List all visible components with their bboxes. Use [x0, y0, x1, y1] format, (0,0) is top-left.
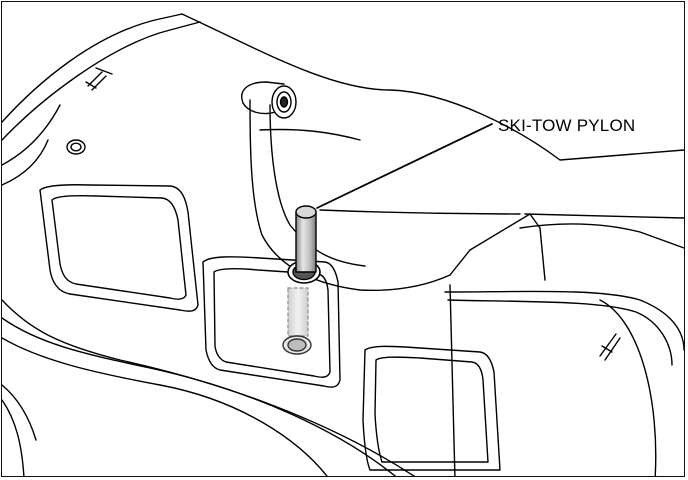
- hull-outline: [2, 13, 416, 476]
- ski-tow-pylon: [287, 205, 321, 284]
- pylon-hidden-section: [282, 287, 312, 355]
- deck-right-edge: [444, 213, 684, 476]
- callout-label-ski-tow-pylon: SKI-TOW PYLON: [498, 116, 636, 135]
- storage-lid-center: [202, 256, 341, 388]
- storage-lid-left: [39, 184, 199, 312]
- deck-badge: [66, 139, 86, 155]
- bow-cleat: [241, 81, 297, 119]
- center-console: [181, 13, 684, 292]
- storage-lid-right: [362, 345, 501, 471]
- deck-cleat-left: [85, 67, 113, 91]
- deck-cleat-right: [599, 333, 621, 361]
- callout-leader-line: [316, 123, 493, 209]
